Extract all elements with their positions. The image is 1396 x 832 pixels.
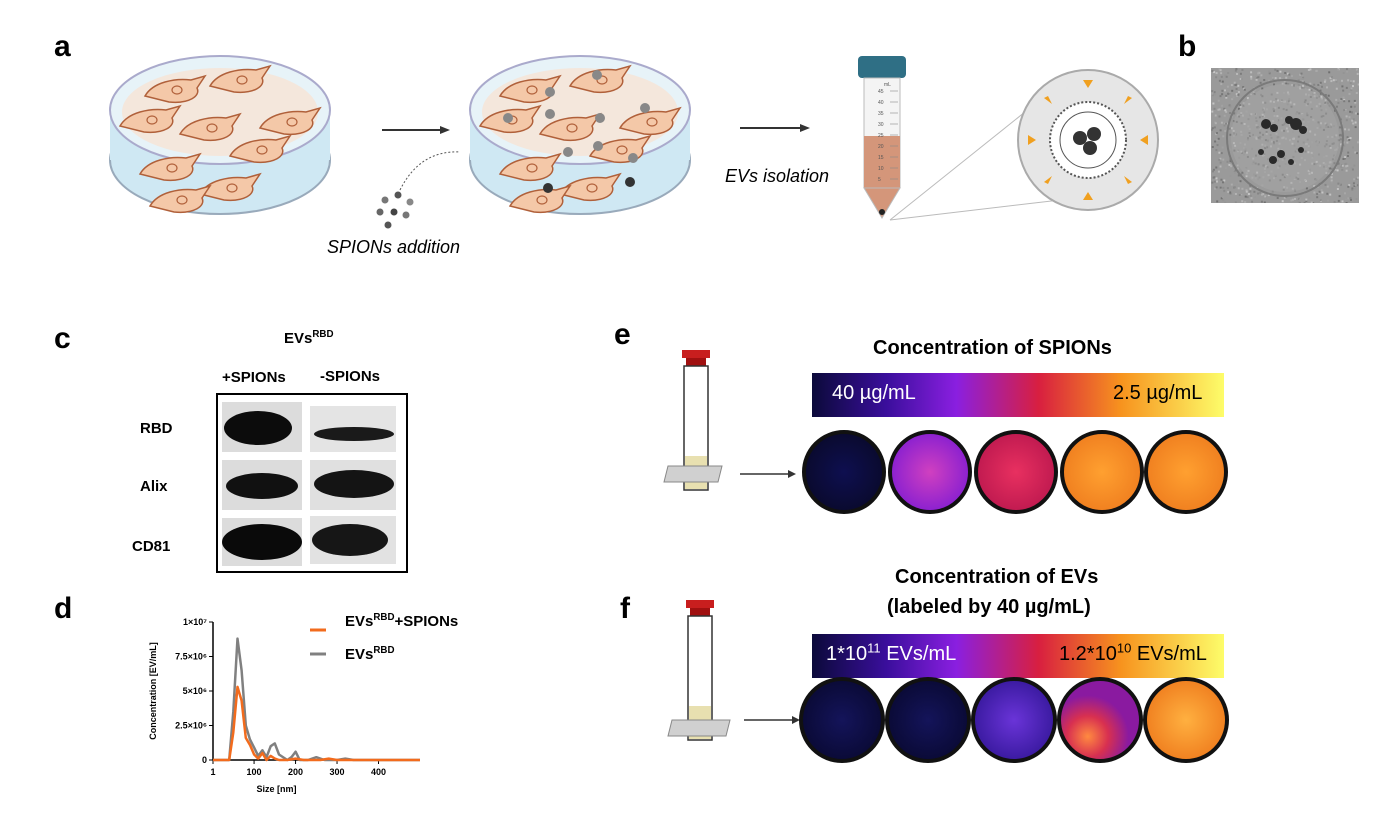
chart-legend-swatches — [310, 628, 326, 656]
tube-tick-label: 10 — [878, 166, 884, 172]
tube-tick-label: 45 — [878, 89, 884, 95]
legend-label-minus: EVsRBD — [345, 645, 395, 663]
tube-tick-label: 5 — [878, 177, 881, 183]
blot-col-minus: -SPIONs — [320, 368, 381, 385]
western-blot-box — [216, 393, 408, 573]
evs-isolation-label: EVs isolation — [725, 166, 830, 186]
panel-label-e: e — [614, 318, 631, 351]
y-tick-label: 7.5×10⁶ — [175, 652, 207, 662]
blot-title: EVsRBD — [284, 330, 333, 347]
tube-tick-label: 20 — [878, 144, 884, 150]
y-tick-label: 0 — [202, 755, 207, 765]
x-tick-label: 400 — [371, 767, 386, 777]
x-tick-label: 200 — [288, 767, 303, 777]
well-e-5 — [1144, 430, 1228, 514]
petri-dish-2 — [469, 55, 691, 215]
panel-label-d: d — [54, 592, 73, 625]
x-tick-label: 100 — [247, 767, 262, 777]
series-line-plus-spions — [213, 685, 420, 762]
gradient-bar-e — [812, 373, 1224, 417]
tube-tick-label: 35 — [878, 111, 884, 117]
panel-label-c: c — [54, 322, 71, 355]
gradient-label-f-left: 1*1011 EVs/mL — [826, 640, 957, 665]
x-tick-label: 300 — [330, 767, 345, 777]
blot-col-plus: +SPIONs — [222, 369, 286, 386]
well-f-1 — [799, 677, 885, 763]
tube-tick-label: 30 — [878, 122, 884, 128]
panel-f-title-1: Concentration of EVs — [895, 566, 1099, 588]
gradient-label-e-right: 2.5 µg/mL — [1113, 382, 1203, 404]
tube-unit: mL — [884, 82, 891, 88]
well-f-3 — [971, 677, 1057, 763]
panel-a-schematic: mL 45 40 35 30 25 20 15 10 5 — [109, 55, 1159, 229]
gradient-bar-f — [812, 634, 1224, 678]
sample-wells-f — [799, 677, 1229, 763]
well-e-2 — [888, 430, 972, 514]
panel-e-title: Concentration of SPIONs — [873, 337, 1112, 359]
panel-label-f: f — [620, 592, 630, 625]
spions-addition-label: SPIONs addition — [327, 237, 461, 257]
blot-row-alix: Alix — [140, 478, 168, 495]
sample-wells-e — [802, 430, 1228, 514]
well-e-4 — [1060, 430, 1144, 514]
test-tube-e — [663, 350, 796, 491]
ev-zoom-circle — [1017, 69, 1159, 211]
tube-tick-label: 40 — [878, 100, 884, 106]
x-axis-label: Size [nm] — [256, 784, 296, 794]
well-f-2 — [885, 677, 971, 763]
panel-label-a: a — [54, 30, 71, 63]
well-e-3 — [974, 430, 1058, 514]
spions-dots — [376, 151, 461, 229]
tem-image — [1211, 68, 1359, 203]
test-tube-f — [667, 600, 800, 741]
y-tick-label: 2.5×10⁶ — [175, 721, 207, 731]
well-f-5 — [1143, 677, 1229, 763]
blot-title-sup: RBD — [312, 329, 334, 340]
x-tick-label: 1 — [210, 767, 215, 777]
blot-row-cd81: CD81 — [132, 538, 171, 555]
gradient-label-e-left: 40 µg/mL — [832, 382, 916, 404]
panel-f-title-2: (labeled by 40 µg/mL) — [887, 596, 1091, 618]
falcon-tube: mL 45 40 35 30 25 20 15 10 5 — [858, 56, 906, 219]
blot-row-rbd: RBD — [140, 420, 173, 437]
blot-title-main: EVs — [284, 330, 313, 347]
gradient-label-f-right: 1.2*1010 EVs/mL — [1059, 640, 1207, 665]
well-f-4 — [1057, 677, 1143, 763]
nta-chart: 0 2.5×10⁶ 5×10⁶ 7.5×10⁶ 1×10⁷ 1 100 200 300 400Si… — [148, 617, 420, 794]
well-e-1 — [802, 430, 886, 514]
tube-tick-label: 15 — [878, 155, 884, 161]
y-axis-label: Concentration [EV/mL] — [148, 642, 158, 740]
y-tick-label: 5×10⁶ — [183, 686, 207, 696]
panel-label-b: b — [1178, 30, 1197, 63]
legend-label-plus: EVsRBD+SPIONs — [345, 612, 459, 630]
y-tick-label: 1×10⁷ — [183, 617, 207, 627]
tube-tick-label: 25 — [878, 133, 884, 139]
western-blot-bands — [222, 402, 396, 566]
petri-dish-1 — [109, 55, 331, 215]
